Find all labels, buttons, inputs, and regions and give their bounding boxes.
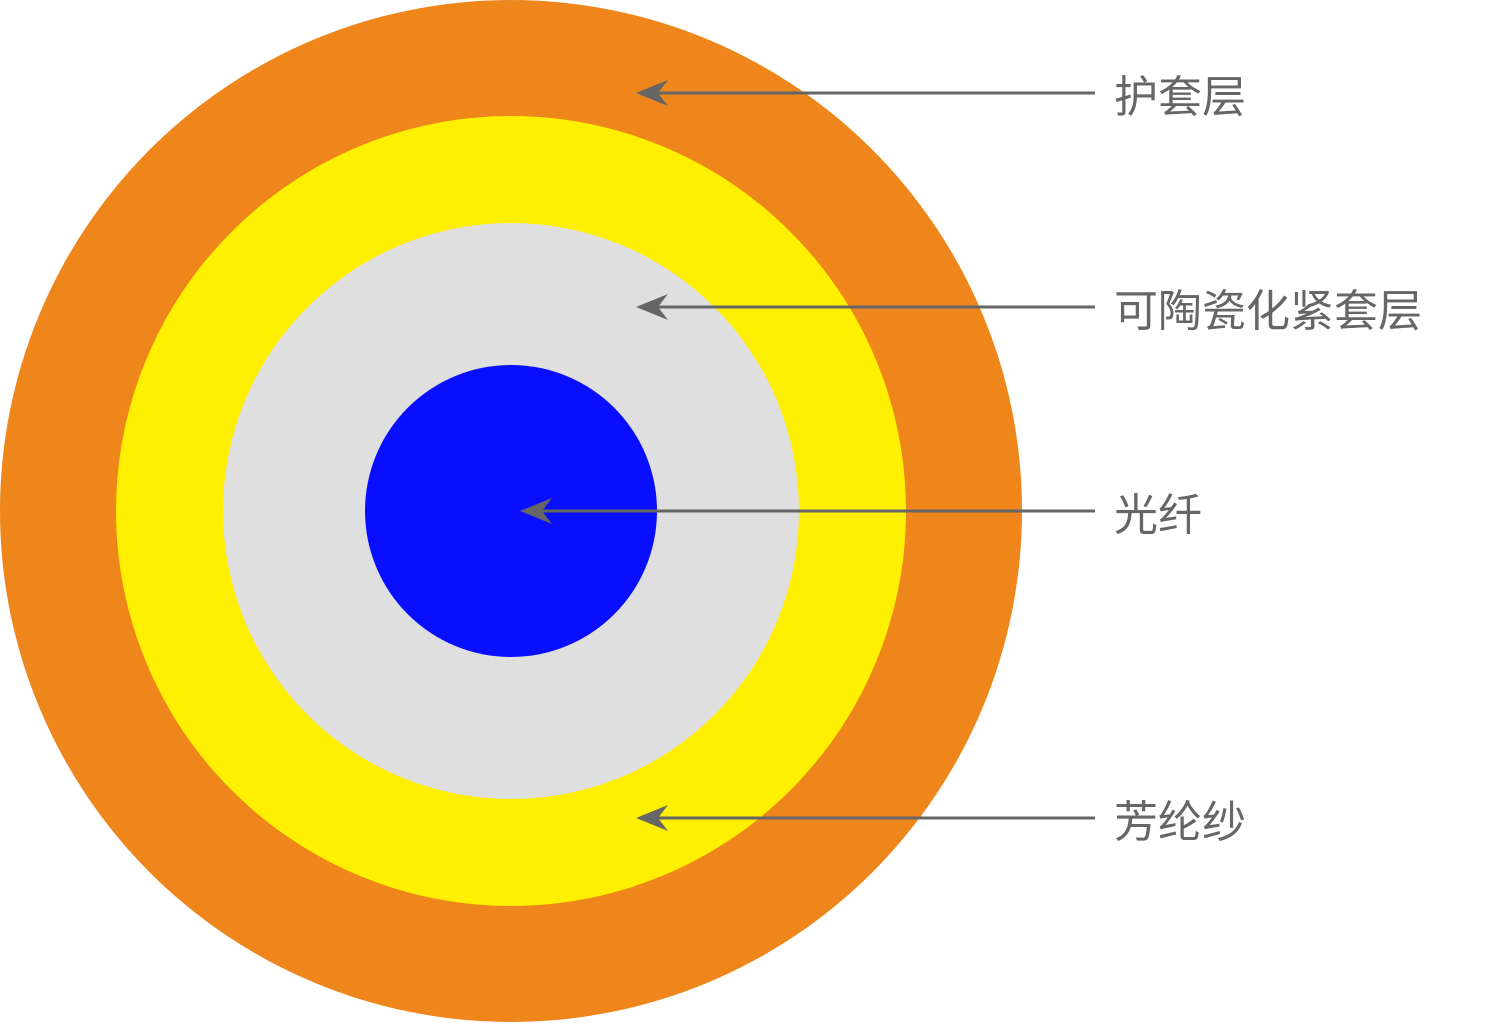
label-fiber: 光纤 xyxy=(1114,490,1202,541)
callout-fiber: 光纤 xyxy=(520,490,1202,541)
label-jacket: 护套层 xyxy=(1114,72,1246,123)
arrow-head-icon xyxy=(636,80,668,106)
optical-fiber-core xyxy=(365,365,657,657)
arrow-head-icon xyxy=(520,498,552,524)
arrow-head-icon xyxy=(636,294,668,320)
callout-aramid: 芳纶纱 xyxy=(636,797,1246,848)
label-tight-buffer: 可陶瓷化紧套层 xyxy=(1114,286,1422,337)
arrow-head-icon xyxy=(636,805,668,831)
callout-jacket: 护套层 xyxy=(636,72,1246,123)
callout-tight-buffer: 可陶瓷化紧套层 xyxy=(636,286,1422,337)
label-aramid: 芳纶纱 xyxy=(1114,797,1246,848)
